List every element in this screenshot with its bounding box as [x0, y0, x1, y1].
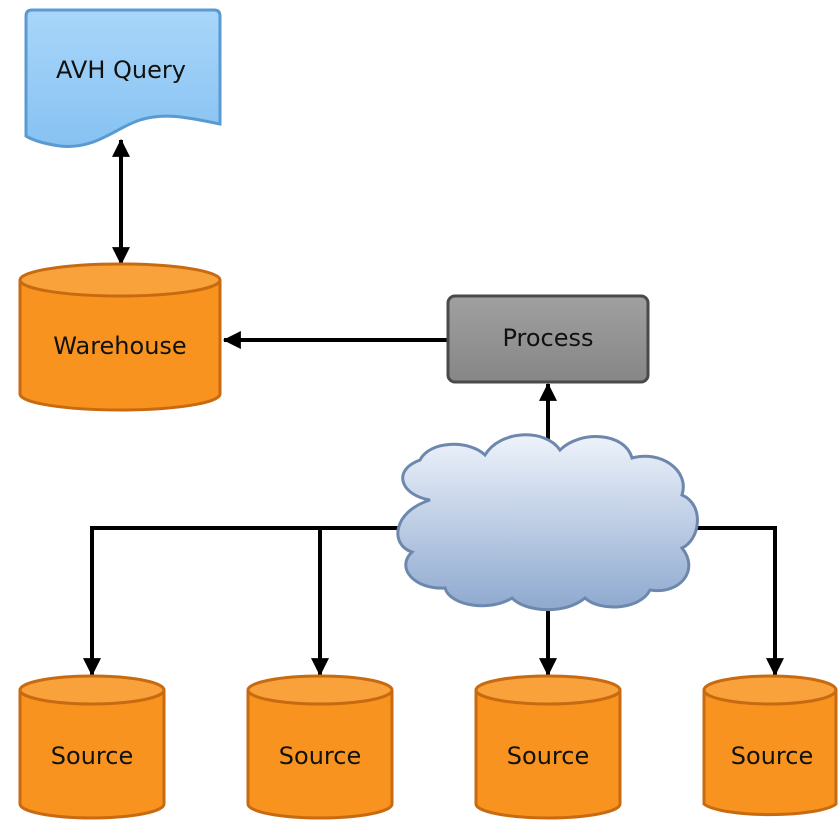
cylinder-top — [702, 674, 838, 706]
warehouse-node[interactable]: Warehouse — [18, 262, 222, 412]
cylinder-body — [246, 690, 394, 820]
avh-query-label: AVH Query — [56, 56, 186, 84]
edge-cloud-source-4 — [695, 526, 784, 677]
source-label: Source — [731, 742, 813, 770]
source-node-4[interactable]: Source — [702, 674, 838, 817]
process-label: Process — [502, 324, 593, 352]
network-cloud-node[interactable] — [396, 433, 699, 612]
source-label: Source — [279, 742, 361, 770]
document-shape — [24, 8, 222, 148]
source-label: Source — [51, 742, 133, 770]
cylinder-top — [18, 262, 222, 298]
edge-cloud-source-1 — [83, 526, 400, 677]
cloud-shape — [396, 433, 699, 612]
cylinder-body — [18, 690, 166, 820]
source-node-2[interactable]: Source — [246, 674, 394, 820]
process-box — [446, 294, 650, 384]
avh-query-node[interactable]: AVH Query — [24, 8, 222, 148]
cylinder-top — [474, 674, 622, 706]
warehouse-label: Warehouse — [53, 332, 186, 360]
cylinder-top — [18, 674, 166, 706]
cylinder-body — [474, 690, 622, 820]
cylinder-top — [246, 674, 394, 706]
process-node[interactable]: Process — [446, 294, 650, 384]
source-node-3[interactable]: Source — [474, 674, 622, 820]
cylinder-body — [702, 690, 838, 817]
edges — [83, 138, 784, 677]
source-node-1[interactable]: Source — [18, 674, 166, 820]
source-label: Source — [507, 742, 589, 770]
cylinder-body — [18, 280, 222, 412]
